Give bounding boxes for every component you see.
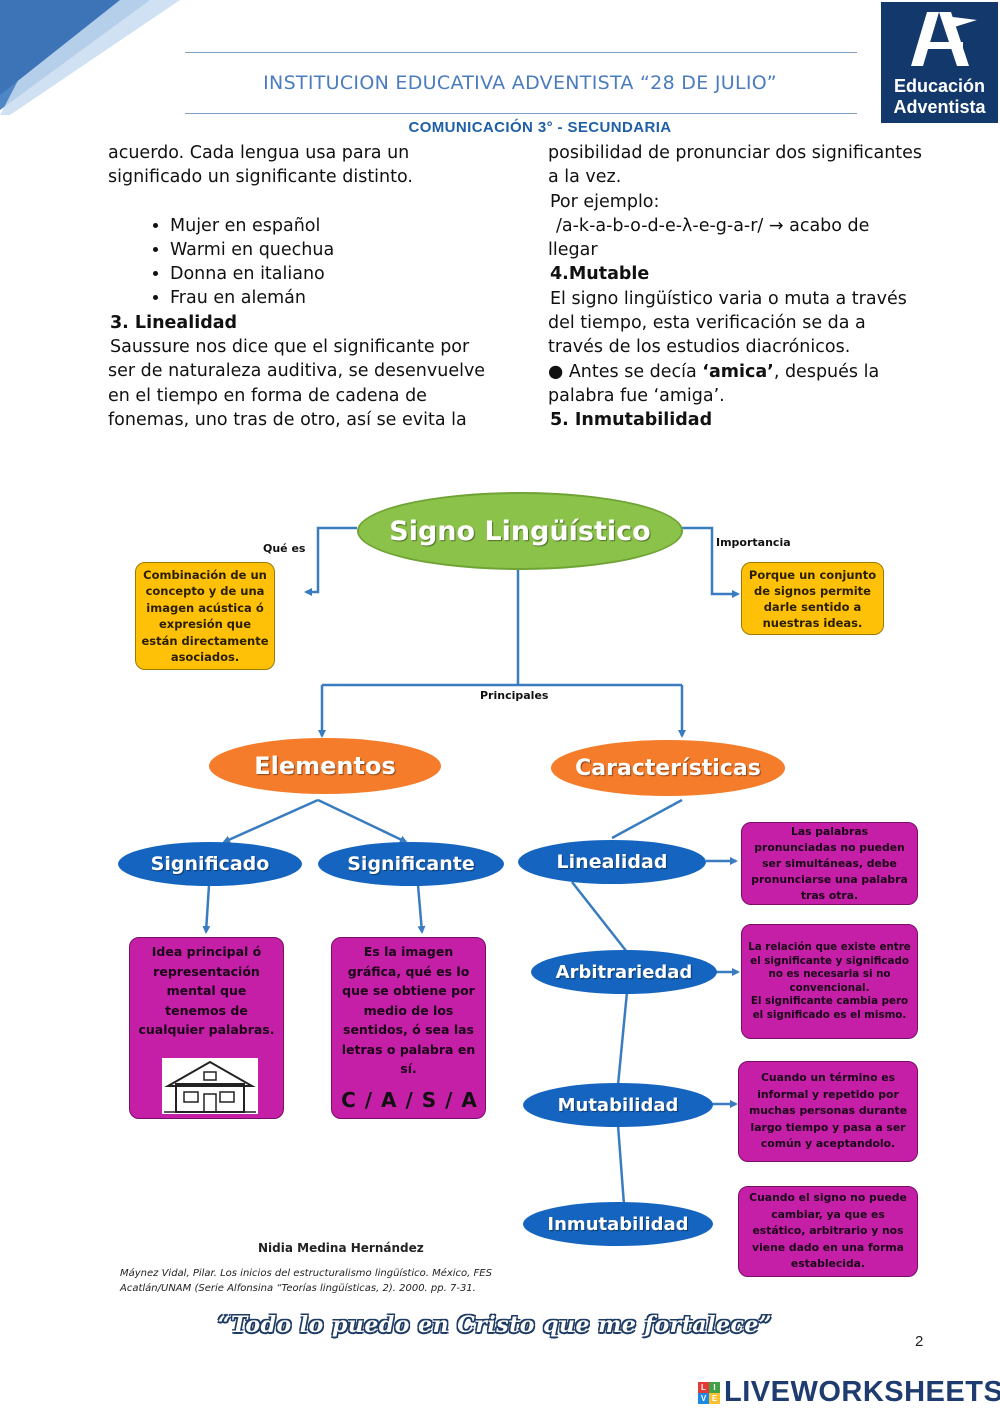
inmutabilidad-oval: Inmutabilidad [523, 1202, 713, 1246]
liveworksheets-icon: L I V E [698, 1381, 720, 1404]
education-logo: Educación Adventista [881, 2, 998, 123]
text-line: palabra fue ‘amiga’. [548, 385, 725, 406]
arbitrariedad-oval: Arbitrariedad [531, 950, 717, 994]
example-word: ‘amica’ [702, 361, 774, 382]
label-importancia: Importancia [716, 536, 791, 549]
casa-letters: C / A / S / A [341, 1088, 478, 1112]
header-bottom-rule [185, 113, 857, 114]
logo-text-line1: Educación [893, 76, 986, 96]
liveworksheets-brand[interactable]: L I V E LIVEWORKSHEETS [698, 1376, 1000, 1409]
left-text-column: acuerdo. Cada lengua usa para un signifi… [108, 141, 528, 432]
text-line: /a-k-a-b-o-d-e-λ-e-g-a-r/ → acabo de [556, 215, 870, 236]
page-number: 2 [915, 1333, 924, 1350]
arbitrariedad-text-2: El significante cambia pero el significa… [750, 995, 909, 1021]
text-line: significado un significante distinto. [108, 167, 413, 188]
importance-box: Porque un conjunto de signos permite dar… [741, 562, 884, 635]
list-item: Warmi en quechua [170, 238, 528, 262]
motto: “Todo lo puedo en Cristo que me fortalec… [217, 1312, 773, 1338]
text-line: en el tiempo en forma de cadena de [108, 385, 427, 406]
school-name: INSTITUCION EDUCATIVA ADVENTISTA “28 DE … [263, 72, 777, 94]
text-line: El signo lingüístico varia o muta a trav… [550, 288, 907, 309]
arbitrariedad-text-1: La relación que existe entre el signific… [748, 941, 911, 994]
text-line: través de los estudios diacrónicos. [548, 337, 851, 358]
corner-decoration [0, 0, 180, 115]
text-line: fonemas, uno tras de otro, así se evita … [108, 409, 467, 430]
label-principales: Principales [480, 689, 549, 702]
section-heading-mutable: 4.Mutable [550, 264, 650, 285]
arbitrariedad-box: La relación que existe entre el signific… [741, 924, 918, 1039]
text-line: posibilidad de pronunciar dos significan… [548, 143, 923, 163]
significante-box: Es la imagen gráfica, qué es lo que se o… [331, 937, 486, 1119]
liveworksheets-text: LIVEWORKSHEETS [724, 1376, 1000, 1408]
caracteristicas-oval: Características [551, 740, 785, 796]
section-heading-inmutabilidad: 5. Inmutabilidad [550, 410, 713, 431]
list-item: Donna en italiano [170, 262, 528, 286]
text-line: acuerdo. Cada lengua usa para un [108, 143, 410, 163]
list-item: Mujer en español [170, 214, 528, 238]
significante-oval: Significante [318, 842, 504, 886]
title-oval: Signo Lingüístico [357, 492, 683, 570]
significante-text: Es la imagen gráfica, qué es lo que se o… [341, 944, 476, 1076]
text-line: Saussure nos dice que el significante po… [110, 337, 470, 358]
section-heading-linealidad: 3. Linealidad [110, 312, 238, 333]
elementos-oval: Elementos [209, 738, 441, 794]
language-example-list: Mujer en español Warmi en quechua Donna … [108, 214, 528, 311]
logo-icon [911, 12, 977, 66]
mutabilidad-box: Cuando un término es informal y repetido… [738, 1061, 918, 1162]
reference-line: Máynez Vidal, Pilar. Los inicios del est… [120, 1268, 492, 1279]
label-que-es: Qué es [263, 542, 306, 555]
significado-text: Idea principal ó representación mental q… [138, 944, 275, 1037]
text-line: llegar [548, 240, 598, 261]
text-line: del tiempo, esta verificación se da a [548, 313, 866, 334]
linealidad-box: Las palabras pronunciadas no pueden ser … [741, 822, 918, 905]
significado-oval: Significado [118, 842, 302, 886]
text-line: a la vez. [548, 167, 622, 188]
text-line: Por ejemplo: [550, 191, 660, 212]
text-line: ● Antes se decía ‘amica’, después la [548, 361, 880, 382]
logo-text-line2: Adventista [893, 97, 986, 117]
header-top-rule [185, 52, 857, 53]
subject-title: COMUNICACIÓN 3° - SECUNDARIA [408, 119, 672, 136]
text-line: ser de naturaleza auditiva, se desenvuel… [108, 361, 486, 382]
inmutabilidad-box: Cuando el signo no puede cambiar, ya que… [738, 1186, 918, 1277]
definition-box: Combinación de un concepto y de una imag… [135, 562, 275, 670]
right-text-column: posibilidad de pronunciar dos significan… [548, 141, 968, 433]
list-item: Frau en alemán [170, 286, 528, 310]
significado-box: Idea principal ó representación mental q… [129, 937, 284, 1119]
mutabilidad-oval: Mutabilidad [523, 1083, 713, 1127]
house-icon [162, 1058, 258, 1114]
reference-line: Acatlán/UNAM (Serie Alfonsina “Teorías l… [120, 1283, 476, 1294]
linealidad-oval: Linealidad [518, 840, 706, 884]
author-name: Nidia Medina Hernández [258, 1241, 424, 1255]
